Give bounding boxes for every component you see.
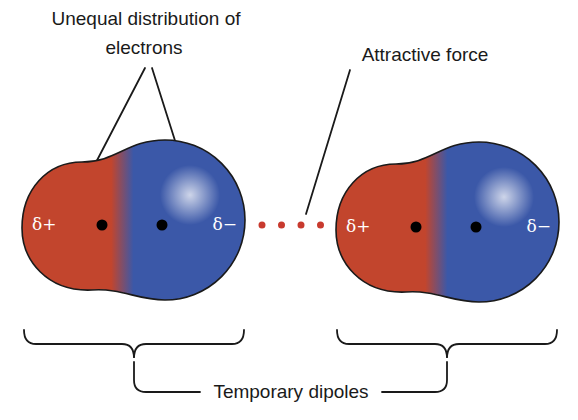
callout-label: Temporary dipoles: [186, 377, 396, 406]
partial-negative: δ−: [213, 214, 237, 234]
electron-cloud: [22, 140, 245, 300]
nucleus-dot: [97, 220, 108, 231]
highlight: [160, 165, 220, 225]
label-text: Unequal distribution of electrons: [49, 8, 240, 58]
callout-label: Unequal distribution of electrons: [35, 4, 255, 62]
partial-positive: δ+: [32, 214, 56, 234]
bracket-line: [134, 362, 200, 392]
callout-label: Attractive force: [335, 40, 515, 69]
curly-bracket: [24, 330, 244, 358]
curly-bracket: [337, 330, 557, 358]
nucleus-dot: [471, 222, 482, 233]
label-text: Temporary dipoles: [211, 381, 370, 402]
nucleus-dot: [157, 220, 168, 231]
attractive-force: [245, 222, 336, 229]
partial-negative: δ−: [527, 216, 551, 236]
partial-positive: δ+: [346, 216, 370, 236]
nucleus-dot: [411, 222, 422, 233]
molecule-dipole: δ+ δ−: [22, 140, 245, 300]
electron-cloud: [336, 142, 559, 302]
highlight: [474, 167, 534, 227]
leader-line: [306, 70, 350, 214]
label-text: Attractive force: [360, 44, 491, 65]
molecule-dipole: δ+ δ−: [336, 142, 559, 302]
bracket-line: [382, 362, 447, 392]
